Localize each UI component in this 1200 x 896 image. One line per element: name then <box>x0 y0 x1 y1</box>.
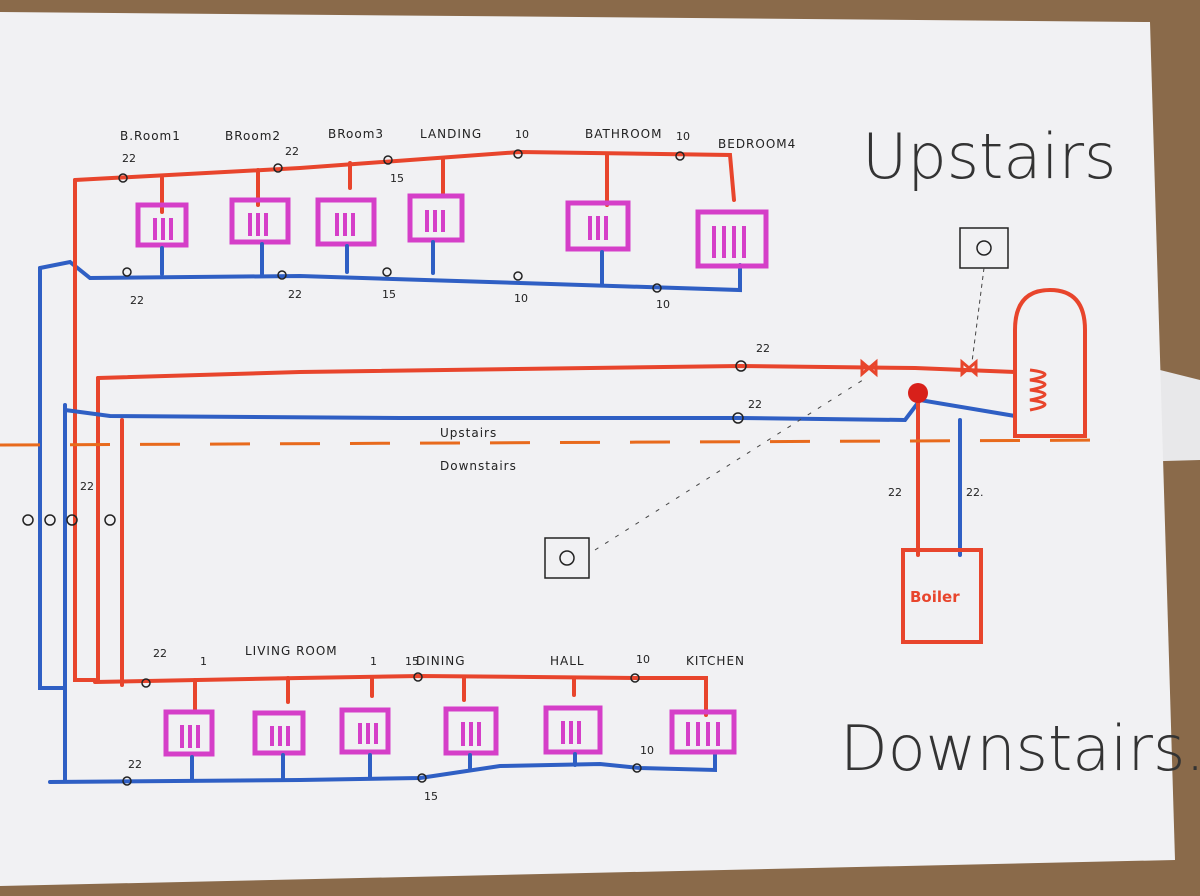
pipe-size: 22 <box>153 647 167 660</box>
upstairs-title: Upstairs <box>862 120 1116 193</box>
radiator-living-2 <box>252 676 306 782</box>
pipe-joints <box>122 672 642 786</box>
upstairs-return-pipe <box>38 259 742 293</box>
pipe-size: 15 <box>424 790 438 803</box>
main-flow-size: 22 <box>756 342 770 355</box>
pipe-size: 10 <box>515 128 529 141</box>
room-label-bathroom: BATHROOM <box>585 127 662 141</box>
pipe-size: 22 <box>288 288 302 301</box>
room-label-dining: DINING <box>416 654 466 668</box>
return-riser <box>38 266 67 690</box>
pipe-size: 22 <box>130 294 144 307</box>
pipe-size: 1 <box>200 655 207 668</box>
room-label-living: LIVING ROOM <box>245 644 338 658</box>
paper-sheet <box>0 12 1175 886</box>
room-label-kitchen: KITCHEN <box>686 654 745 668</box>
radiator-bathroom <box>565 153 631 286</box>
pipe-size: 15 <box>390 172 404 185</box>
radiator-bedroom4 <box>695 209 769 269</box>
zone-valve-icon <box>860 358 878 378</box>
main-flow-pipe <box>96 363 1017 380</box>
downstairs-title: Downstairs. <box>840 712 1200 785</box>
upstairs-flow-pipe <box>73 149 736 202</box>
room-thermostat-icon <box>544 537 590 579</box>
pipe-size: 15 <box>405 655 419 668</box>
boiler-label: Boiler <box>910 588 960 606</box>
pump-icon <box>908 383 928 403</box>
divider-downstairs-label: Downstairs <box>440 459 517 473</box>
downstairs-radiators <box>163 675 737 782</box>
radiator-bedroom1 <box>135 176 189 276</box>
room-label-bedroom4: BEDROOM4 <box>718 137 796 151</box>
thermostat-wire <box>594 377 867 551</box>
radiator-bedroom2 <box>229 168 291 276</box>
radiator-landing <box>407 156 465 275</box>
cylinder-coil-icon <box>1029 368 1047 412</box>
pipe-size: 1 <box>370 655 377 668</box>
room-label-hall: HALL <box>550 654 585 668</box>
room-label-bedroom2: BRoom2 <box>225 129 281 143</box>
room-label-bedroom3: BRoom3 <box>328 127 384 141</box>
boiler <box>901 548 983 644</box>
pipe-size: 22 <box>122 152 136 165</box>
pipe-size: 10 <box>676 130 690 143</box>
pipe-joints <box>118 149 685 293</box>
pipe-size: 22 <box>128 758 142 771</box>
room-label-landing: LANDING <box>420 127 482 141</box>
downstairs-flow-pipe <box>93 673 708 717</box>
radiator-kitchen <box>669 709 737 755</box>
hot-water-cylinder <box>1013 287 1087 438</box>
upstairs-radiators <box>135 153 769 286</box>
radiator-dining <box>443 675 499 770</box>
riser-size: 22 <box>80 480 94 493</box>
boiler-flow-size: 22 <box>888 486 902 499</box>
divider-upstairs-label: Upstairs <box>440 426 497 440</box>
zone-valve-icon <box>960 358 978 378</box>
pipe-size: 10 <box>656 298 670 311</box>
pipe-size: 10 <box>640 744 654 757</box>
pipe-size: 10 <box>514 292 528 305</box>
floor-divider <box>0 438 1121 447</box>
radiator-bedroom3 <box>315 161 377 274</box>
flow-riser <box>73 178 97 682</box>
boiler-return-size: 22. <box>966 486 984 499</box>
radiator-living-3 <box>339 675 391 780</box>
pipe-size: 15 <box>382 288 396 301</box>
main-return-size: 22 <box>748 398 762 411</box>
downstairs-return-pipe <box>48 750 717 784</box>
radiator-living-1 <box>163 678 215 782</box>
radiator-hall <box>543 676 603 767</box>
pipe-size: 10 <box>636 653 650 666</box>
room-label-bedroom1: B.Room1 <box>120 129 181 143</box>
pipe-size: 22 <box>285 145 299 158</box>
